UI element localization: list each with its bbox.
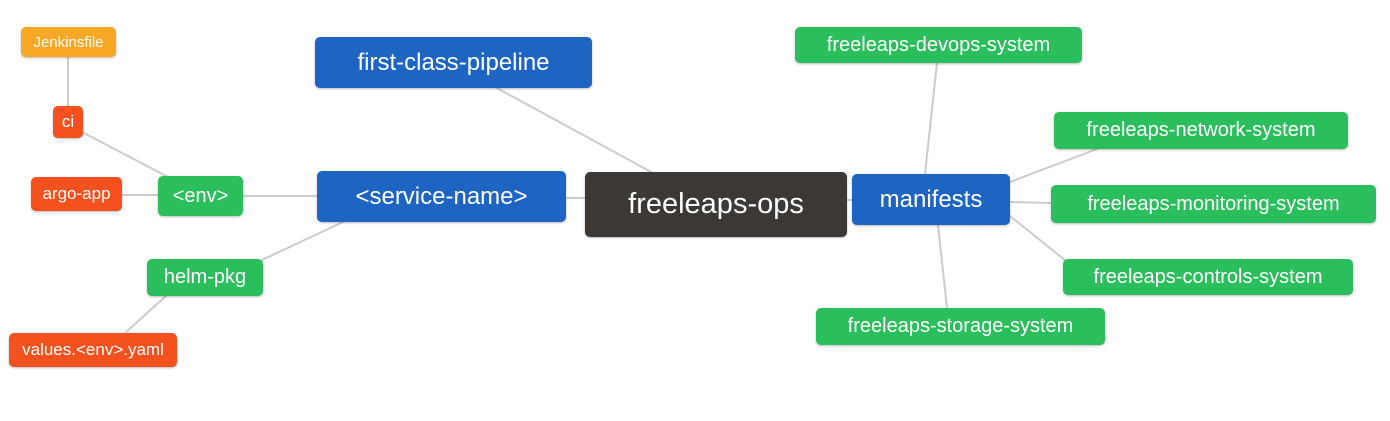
- node-helm-pkg[interactable]: helm-pkg: [147, 259, 263, 296]
- edge-manifests-network: [1009, 148, 1098, 183]
- node-first-class-pipeline[interactable]: first-class-pipeline: [315, 37, 592, 88]
- edge-service-name-helm-pkg: [261, 220, 346, 261]
- node-freeleaps-storage-system[interactable]: freeleaps-storage-system: [816, 308, 1105, 345]
- node-ci[interactable]: ci: [53, 106, 83, 138]
- node-manifests[interactable]: manifests: [852, 174, 1010, 225]
- node-jenkinsfile[interactable]: Jenkinsfile: [21, 27, 116, 57]
- node-env[interactable]: <env>: [158, 176, 243, 216]
- node-freeleaps-ops[interactable]: freeleaps-ops: [585, 172, 847, 237]
- edge-manifests-storage: [937, 224, 948, 309]
- edge-manifests-controls: [1009, 215, 1067, 262]
- edge-ci-env: [81, 131, 169, 178]
- edge-pipeline-ops: [494, 86, 654, 174]
- edge-manifests-monitoring: [1009, 201, 1052, 204]
- node-service-name[interactable]: <service-name>: [317, 171, 566, 222]
- edge-manifests-devops: [924, 62, 938, 175]
- node-freeleaps-devops-system[interactable]: freeleaps-devops-system: [795, 27, 1082, 63]
- node-freeleaps-controls-system[interactable]: freeleaps-controls-system: [1063, 259, 1353, 295]
- node-freeleaps-network-system[interactable]: freeleaps-network-system: [1054, 112, 1348, 149]
- node-values-env-yaml[interactable]: values.<env>.yaml: [9, 333, 177, 367]
- node-freeleaps-monitoring-system[interactable]: freeleaps-monitoring-system: [1051, 185, 1376, 223]
- node-argo-app[interactable]: argo-app: [31, 177, 122, 211]
- edge-helm-pkg-values: [123, 294, 168, 335]
